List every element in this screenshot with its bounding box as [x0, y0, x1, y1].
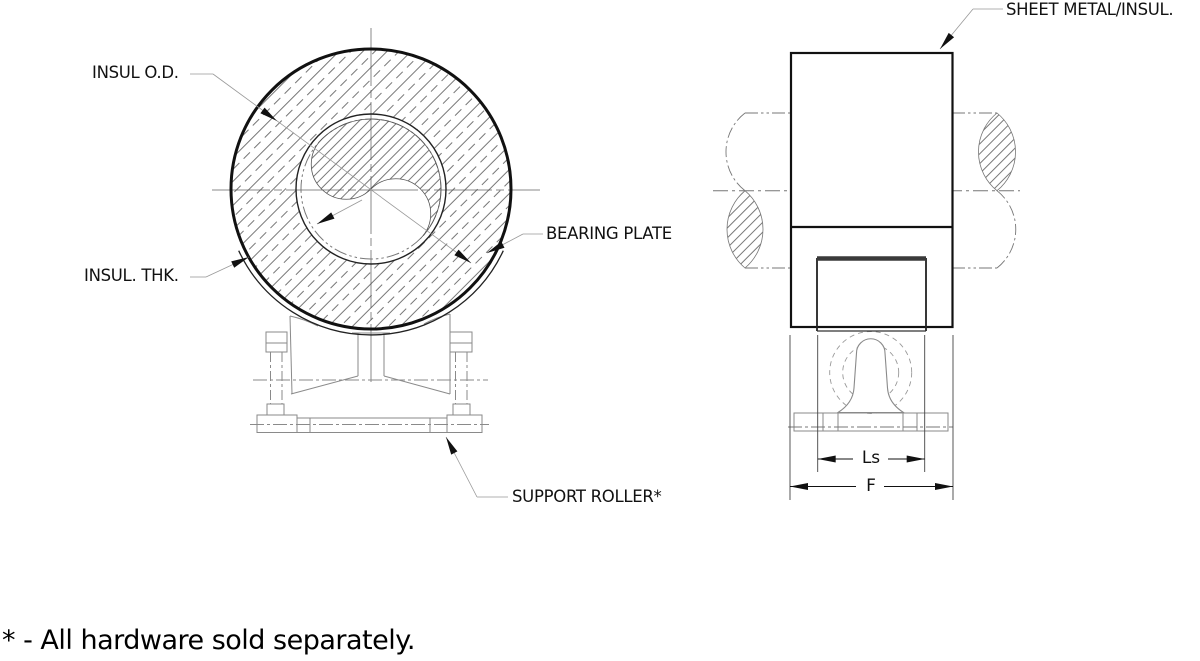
arrowhead	[454, 249, 471, 263]
label-sheet-metal: SHEET METAL/INSUL.	[1006, 0, 1174, 19]
sheet-metal-leader	[939, 8, 1003, 50]
arrowhead	[817, 455, 836, 463]
insulation-bore-circle	[295, 113, 447, 265]
dimension-label-f: F	[866, 476, 876, 496]
support-roller-front	[250, 313, 489, 433]
base-plate-front	[250, 414, 489, 433]
label-insul-od: INSUL O.D.	[92, 63, 179, 82]
break-lens-hatched	[726, 190, 764, 269]
bearing-plate-side	[816, 256, 927, 332]
pipe-section-hatch	[310, 118, 442, 239]
label-bearing-plate: BEARING PLATE	[546, 224, 672, 243]
insul-od-dimension	[190, 73, 472, 264]
pipe-phantom-lines	[745, 112, 997, 269]
insul-thk-leader	[190, 256, 250, 278]
dimension-f	[790, 483, 953, 490]
arrowhead	[940, 32, 955, 49]
arrowhead	[935, 483, 953, 490]
insulation-section-hatch	[231, 49, 511, 329]
pipe-break-left	[725, 112, 764, 269]
base-plate-side	[788, 412, 953, 432]
bearing-plate-arc	[238, 250, 504, 336]
bore-pointer	[316, 199, 363, 225]
insulation-outer-circle	[229, 47, 513, 331]
arrowhead	[260, 107, 277, 121]
hardware-footnote: * - All hardware sold separately.	[2, 625, 415, 656]
arrowhead	[790, 483, 808, 490]
bearing-plate-leader	[486, 233, 543, 254]
arrowhead	[446, 437, 458, 455]
pipe-break-right	[978, 112, 1017, 269]
dimension-label-ls: Ls	[861, 448, 881, 468]
label-insul-thk: INSUL. THK.	[84, 266, 179, 285]
side-view	[713, 8, 1020, 500]
arrowhead	[487, 241, 505, 253]
front-view	[190, 28, 543, 498]
arrowhead	[231, 257, 249, 268]
break-lens-hatched	[978, 112, 1016, 192]
arrowhead	[906, 455, 925, 463]
sheet-metal-jacket	[789, 51, 954, 329]
extension-lines	[789, 335, 954, 500]
support-roller-leader	[445, 436, 508, 498]
dimension-ls	[817, 455, 925, 463]
label-support-roller: SUPPORT ROLLER*	[512, 487, 662, 506]
arrowhead	[317, 212, 335, 224]
roller-pedestal	[836, 338, 906, 414]
